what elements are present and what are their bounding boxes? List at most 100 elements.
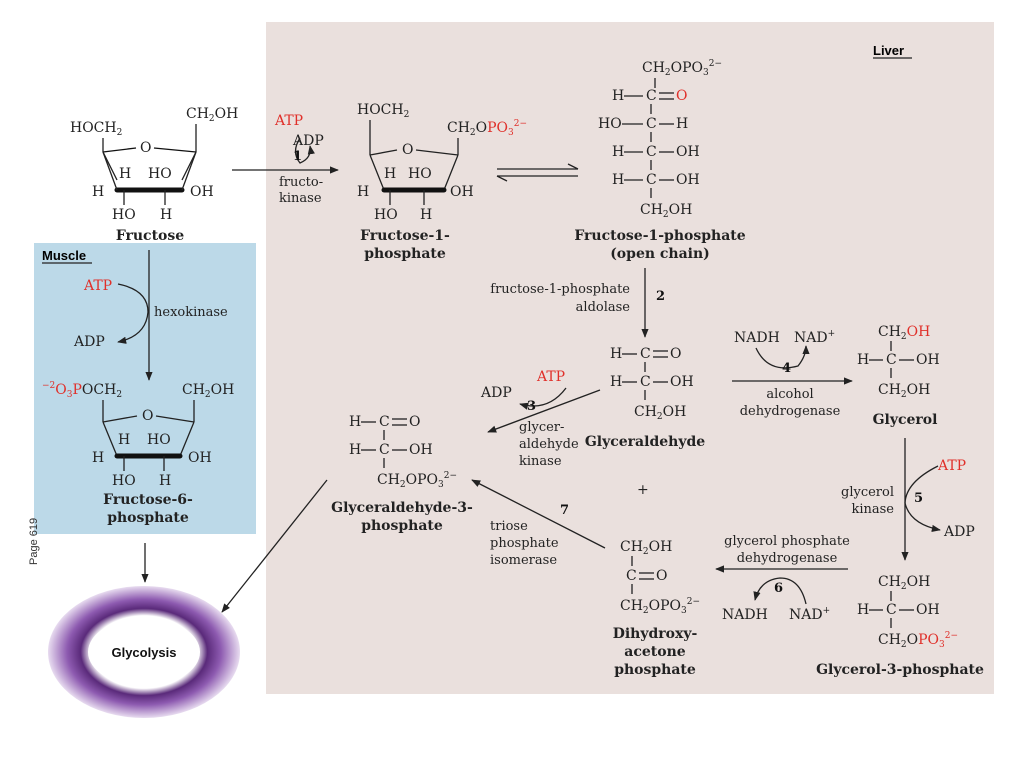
svg-text:6: 6 xyxy=(774,581,783,596)
g3p-ald-label-b: phosphate xyxy=(361,518,443,534)
svg-text:CH2OPO32−: CH2OPO32− xyxy=(878,631,958,650)
glycerol-structure: CH2OH H C OH CH2OH Glycerol xyxy=(857,324,940,428)
svg-text:H: H xyxy=(119,166,131,182)
glycolysis-node: Glycolysis xyxy=(48,586,240,718)
glycerol-3-phosphate-structure: CH2OH H C OH CH2OPO32− Glycerol-3-phosph… xyxy=(816,574,984,678)
svg-text:H: H xyxy=(610,346,622,362)
svg-text:OH: OH xyxy=(670,374,694,390)
svg-text:NAD+: NAD+ xyxy=(794,329,835,346)
svg-text:OH: OH xyxy=(916,352,940,368)
svg-text:H: H xyxy=(349,414,361,430)
fructose-label: Fructose xyxy=(116,228,184,244)
svg-text:dehydrogenase: dehydrogenase xyxy=(737,551,838,566)
svg-text:O: O xyxy=(409,414,420,430)
svg-text:H: H xyxy=(612,172,624,188)
svg-text:triose: triose xyxy=(490,519,528,534)
svg-text:H: H xyxy=(160,207,172,223)
svg-text:H: H xyxy=(857,602,869,618)
svg-text:C: C xyxy=(626,568,637,584)
svg-text:ADP: ADP xyxy=(943,524,975,540)
liver-region xyxy=(266,22,994,694)
svg-text:O: O xyxy=(140,140,151,156)
svg-text:O: O xyxy=(142,408,153,424)
svg-text:CH2OH: CH2OH xyxy=(620,539,672,557)
svg-text:alcohol: alcohol xyxy=(766,387,813,402)
svg-text:CH2OH: CH2OH xyxy=(186,106,238,124)
svg-text:HO: HO xyxy=(374,207,398,223)
svg-text:kinase: kinase xyxy=(851,502,894,517)
dhap-structure: CH2OH C O CH2OPO32− Dihydroxy- acetone p… xyxy=(613,539,700,678)
glycolysis-label: Glycolysis xyxy=(111,645,176,660)
svg-text:CH2OPO32−: CH2OPO32− xyxy=(447,119,527,138)
svg-text:OH: OH xyxy=(676,172,700,188)
svg-text:ATP: ATP xyxy=(274,113,303,129)
svg-text:CH2OPO32−: CH2OPO32− xyxy=(620,597,700,616)
svg-text:H: H xyxy=(349,442,361,458)
svg-text:1: 1 xyxy=(293,149,302,164)
svg-text:OH: OH xyxy=(190,184,214,200)
f6p-label-a: Fructose-6- xyxy=(103,492,193,508)
svg-text:ATP: ATP xyxy=(937,458,966,474)
glycerol-label: Glycerol xyxy=(873,412,938,428)
svg-text:O: O xyxy=(656,568,667,584)
svg-text:glycerol: glycerol xyxy=(841,485,894,500)
svg-text:ATP: ATP xyxy=(536,369,565,385)
svg-text:ATP: ATP xyxy=(83,278,112,294)
svg-text:H: H xyxy=(384,166,396,182)
svg-text:NADH: NADH xyxy=(734,330,780,346)
liver-label: Liver xyxy=(873,43,904,58)
svg-text:OH: OH xyxy=(188,450,212,466)
svg-text:fructo-: fructo- xyxy=(279,175,323,190)
svg-text:C: C xyxy=(379,442,390,458)
fructose-6-phosphate-structure: −2O3POCH2 CH2OH O H HO H OH HO H Fructos… xyxy=(42,381,234,526)
svg-text:7: 7 xyxy=(560,503,569,518)
svg-text:H: H xyxy=(676,116,688,132)
svg-text:aldolase: aldolase xyxy=(576,300,631,315)
svg-text:CH2OH: CH2OH xyxy=(640,202,692,220)
svg-text:C: C xyxy=(886,602,897,618)
svg-text:C: C xyxy=(886,352,897,368)
svg-text:hexokinase: hexokinase xyxy=(154,305,228,320)
svg-text:CH2OPO32−: CH2OPO32− xyxy=(642,59,722,78)
fructose-structure: HOCH2 CH2OH O H HO H OH HO H Fructose xyxy=(70,106,238,244)
svg-text:O: O xyxy=(670,346,681,362)
f1p-open-label-b: (open chain) xyxy=(610,246,710,262)
svg-text:HO: HO xyxy=(112,207,136,223)
svg-text:HO: HO xyxy=(598,116,622,132)
glyceraldehyde-structure: H C O H C OH CH2OH Glyceraldehyde xyxy=(585,346,705,450)
svg-text:HO: HO xyxy=(148,166,172,182)
svg-text:C: C xyxy=(646,88,657,104)
svg-text:OH: OH xyxy=(676,144,700,160)
fructose-1-phosphate-open-chain: CH2OPO32− H C O HO C H H C OH H C OH CH2… xyxy=(574,59,745,262)
svg-text:CH2OH: CH2OH xyxy=(634,404,686,422)
svg-text:3: 3 xyxy=(527,399,536,414)
svg-text:ADP: ADP xyxy=(292,133,324,149)
svg-text:kinase: kinase xyxy=(519,454,562,469)
svg-text:C: C xyxy=(646,116,657,132)
svg-text:OH: OH xyxy=(450,184,474,200)
svg-text:H: H xyxy=(612,144,624,160)
glyceraldehyde-label: Glyceraldehyde xyxy=(585,434,705,450)
svg-text:ADP: ADP xyxy=(73,334,105,350)
svg-text:H: H xyxy=(857,352,869,368)
svg-text:NADH: NADH xyxy=(722,607,768,623)
svg-text:HOCH2: HOCH2 xyxy=(357,102,409,120)
muscle-label: Muscle xyxy=(42,248,86,263)
svg-text:C: C xyxy=(640,374,651,390)
dhap-label-b: acetone xyxy=(624,644,685,660)
svg-text:ADP: ADP xyxy=(480,385,512,401)
svg-text:C: C xyxy=(646,172,657,188)
svg-text:aldehyde: aldehyde xyxy=(519,437,579,452)
svg-text:H: H xyxy=(610,374,622,390)
glycerol-3p-label: Glycerol-3-phosphate xyxy=(816,662,984,678)
svg-text:C: C xyxy=(640,346,651,362)
svg-text:phosphate: phosphate xyxy=(490,536,559,551)
svg-text:CH2OH: CH2OH xyxy=(182,382,234,400)
svg-text:kinase: kinase xyxy=(279,191,322,206)
svg-text:OH: OH xyxy=(916,602,940,618)
svg-text:5: 5 xyxy=(914,491,923,506)
fructose-1-phosphate-structure: HOCH2 CH2OPO32− O H HO H OH HO H Fructos… xyxy=(357,102,527,262)
f1p-label-b: phosphate xyxy=(364,246,446,262)
svg-text:H: H xyxy=(92,184,104,200)
svg-text:H: H xyxy=(612,88,624,104)
